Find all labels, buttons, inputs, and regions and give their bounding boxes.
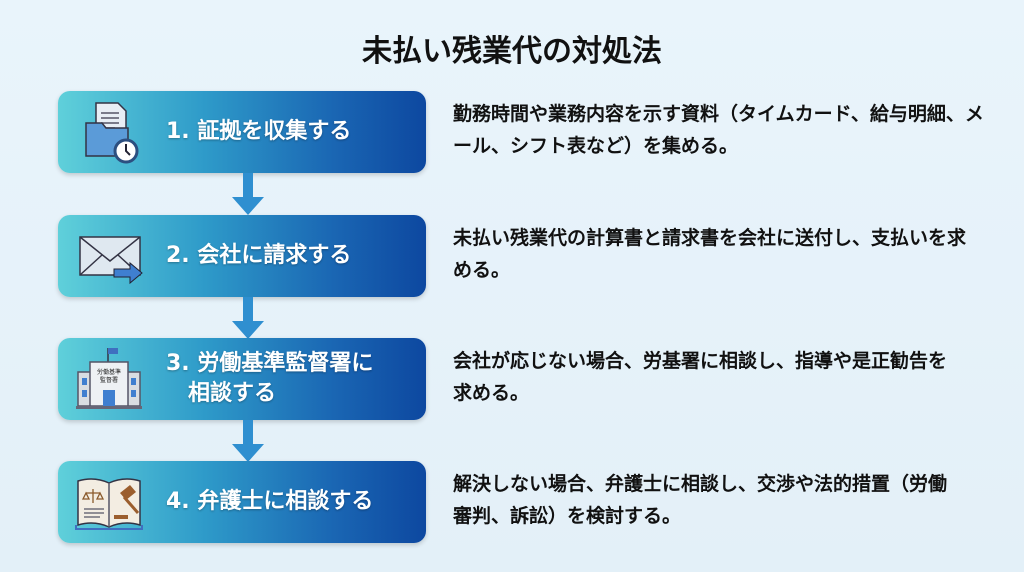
step-3-labor-office: 労働基準 監督署 3. 労働基準監督署に 相談する (58, 338, 426, 420)
step-2-description: 未払い残業代の計算書と請求書を会社に送付し、支払いを求める。 (453, 227, 967, 281)
arrow-down-icon (232, 173, 264, 215)
step-1-description: 勤務時間や業務内容を示す資料（タイムカード、給与明細、メール、シフト表など）を集… (453, 103, 984, 157)
step-label: 1. 証拠を収集する (166, 119, 352, 144)
page-title: 未払い残業代の対処法 (362, 34, 662, 69)
step-label: 4. 弁護士に相談する (166, 489, 374, 514)
step-1-collect-evidence: 1. 証拠を収集する (58, 91, 426, 173)
law-book-gavel-icon (75, 478, 143, 530)
step-4-consult-lawyer: 4. 弁護士に相談する (58, 461, 426, 543)
step-2-claim-company: 2. 会社に請求する (58, 215, 426, 297)
envelope-send-icon (79, 236, 143, 285)
svg-text:監督署: 監督署 (100, 376, 118, 384)
government-building-icon: 労働基準 監督署 (76, 348, 142, 409)
arrow-down-icon (232, 420, 264, 462)
folder-document-clock-icon (85, 102, 139, 164)
building-sign: 労働基準 (97, 368, 121, 376)
arrow-down-icon (232, 297, 264, 339)
step-3-description: 会社が応じない場合、労基署に相談し、指導や是正勧告を求める。 (453, 350, 948, 404)
step-4-description: 解決しない場合、弁護士に相談し、交渉や法的措置（労働審判、訴訟）を検討する。 (453, 473, 948, 527)
step-label-line2: 相談する (188, 381, 277, 406)
step-label: 2. 会社に請求する (166, 243, 352, 268)
step-label-line1: 3. 労働基準監督署に (166, 351, 374, 376)
